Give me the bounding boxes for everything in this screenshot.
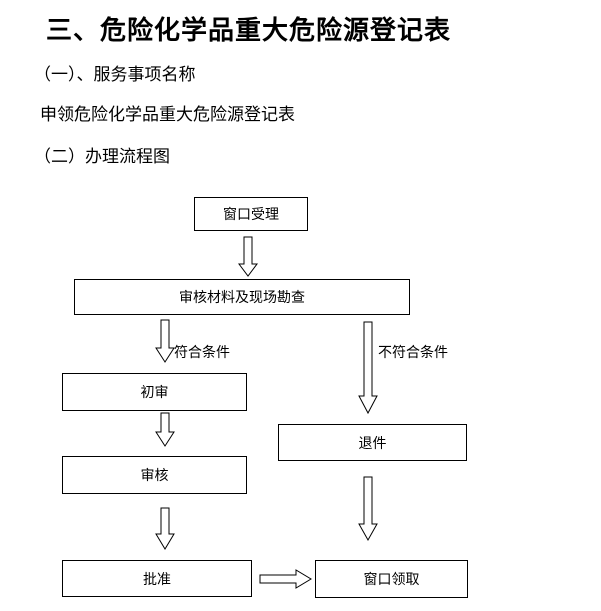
label-not-meets-conditions: 不符合条件	[378, 345, 448, 361]
arrow-initial-to-review	[155, 412, 175, 447]
arrow-review-to-approve	[155, 507, 175, 550]
page-title: 三、危险化学品重大危险源登记表	[46, 16, 452, 46]
arrow-review-to-initial	[155, 319, 175, 363]
box-window-collect: 窗口领取	[315, 560, 468, 598]
box-review: 审核	[62, 456, 247, 494]
service-name-text: 申领危险化学品重大危险源登记表	[40, 105, 295, 125]
box-approve: 批准	[62, 560, 252, 597]
label-meets-conditions: 符合条件	[174, 345, 230, 361]
box-return-documents: 退件	[278, 424, 467, 461]
arrow-accept-to-review	[238, 236, 258, 277]
section-heading-service-name: （一）、服务事项名称	[34, 65, 196, 85]
box-initial-review: 初审	[62, 373, 247, 411]
arrow-review-to-return	[358, 321, 378, 415]
arrow-return-to-collect	[358, 476, 378, 542]
section-heading-flowchart: （二）办理流程图	[34, 147, 170, 167]
box-window-accept: 窗口受理	[194, 197, 308, 231]
box-review-and-inspect: 审核材料及现场勘查	[74, 279, 410, 315]
arrow-approve-to-collect	[259, 569, 312, 589]
